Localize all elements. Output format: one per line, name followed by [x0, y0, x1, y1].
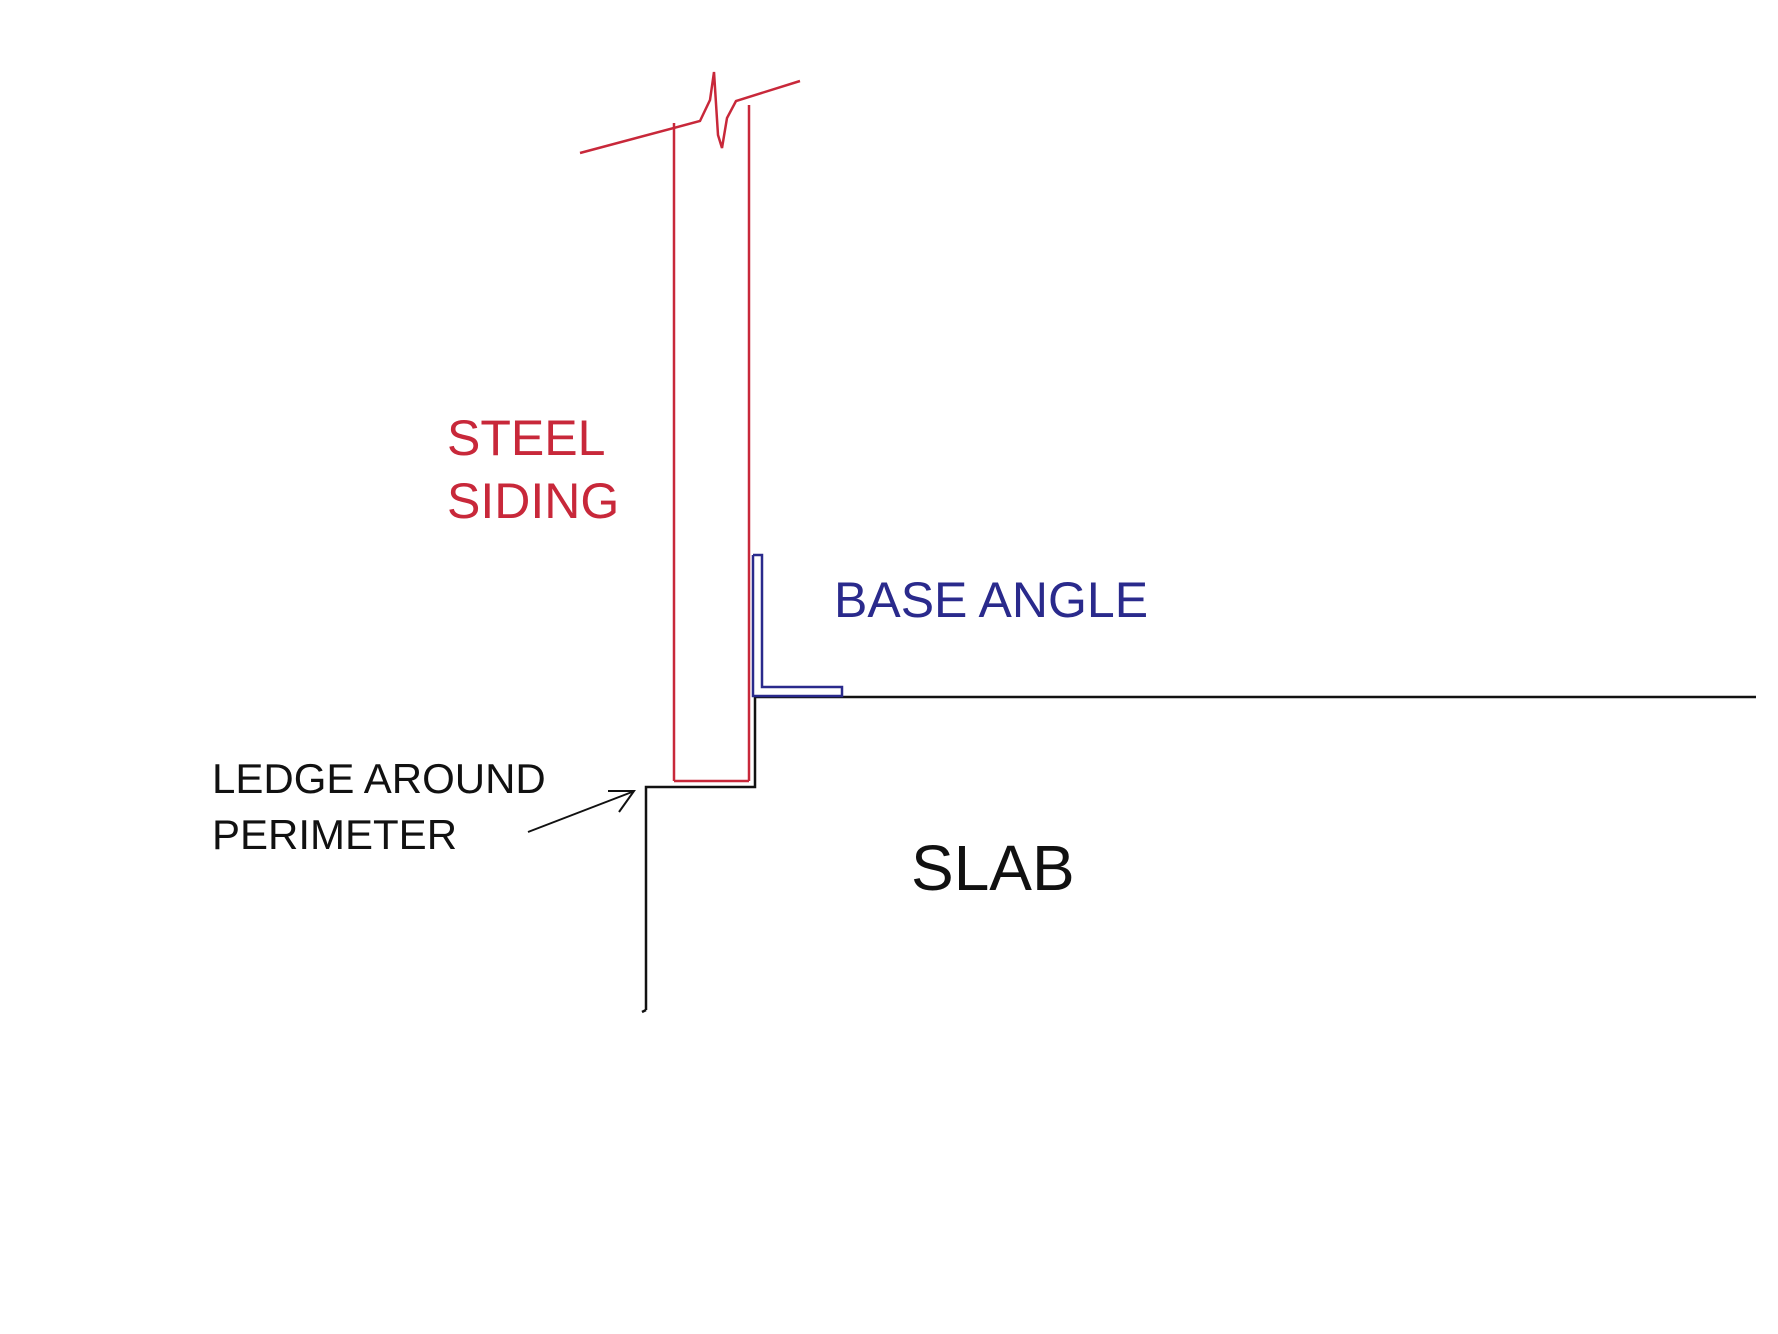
slab-top-line: [644, 695, 1756, 1010]
steel-siding-label-line2: SIDING: [447, 473, 619, 529]
base-angle: [751, 553, 844, 698]
ledge-label-line2: PERIMETER: [212, 811, 457, 858]
slab-label: SLAB: [911, 832, 1075, 904]
slab-outline: [641, 695, 1756, 1014]
steel-siding-label-line1: STEEL: [447, 410, 605, 466]
ledge-label-line1: LEDGE AROUND: [212, 755, 546, 802]
break-line-symbol: [579, 71, 801, 155]
slab-edge-tail: [641, 1008, 647, 1014]
steel-siding: [579, 71, 801, 783]
base-angle-label: BASE ANGLE: [834, 572, 1148, 628]
base-angle-outer: [751, 553, 844, 698]
ledge-leader-arrow: [527, 790, 636, 833]
